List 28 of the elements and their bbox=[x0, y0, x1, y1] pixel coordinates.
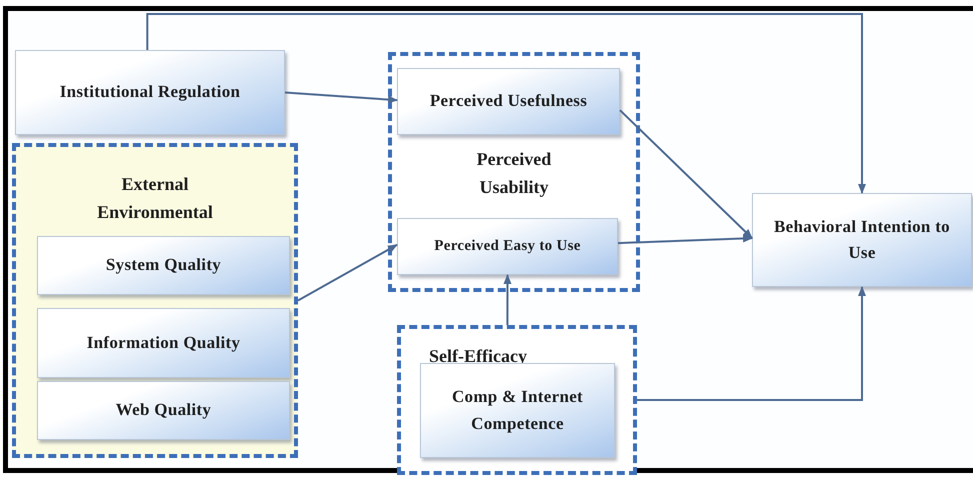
arrow bbox=[146, 13, 866, 194]
process-box bbox=[397, 218, 618, 275]
box-label: Behavioral Intention to Use bbox=[773, 216, 951, 264]
arrow bbox=[298, 244, 398, 302]
dashed-group bbox=[388, 52, 640, 292]
process-box bbox=[420, 363, 615, 458]
box-label: Institutional Regulation bbox=[60, 81, 240, 104]
box-label: Information Quality bbox=[86, 332, 240, 354]
process-box bbox=[37, 381, 290, 440]
group-title: External Environmental bbox=[96, 173, 214, 224]
box-label: Perceived Usefulness bbox=[430, 90, 588, 112]
group-title: Self-Efficacy bbox=[429, 345, 527, 368]
group-title: Perceived Usability bbox=[476, 148, 552, 199]
arrow bbox=[503, 274, 512, 325]
box-label: Perceived Easy to Use bbox=[434, 236, 581, 256]
process-box bbox=[37, 236, 290, 295]
arrow bbox=[637, 286, 866, 401]
box-label: Comp & Internet Competence bbox=[450, 386, 584, 435]
dashed-group bbox=[397, 325, 637, 475]
process-box bbox=[397, 68, 620, 135]
process-box bbox=[752, 193, 972, 287]
box-label: System Quality bbox=[106, 254, 222, 276]
process-box bbox=[37, 308, 290, 378]
arrow bbox=[618, 234, 753, 244]
arrow bbox=[284, 92, 398, 104]
process-box bbox=[15, 50, 285, 135]
dashed-group bbox=[12, 143, 298, 458]
box-label: Web Quality bbox=[116, 399, 212, 422]
